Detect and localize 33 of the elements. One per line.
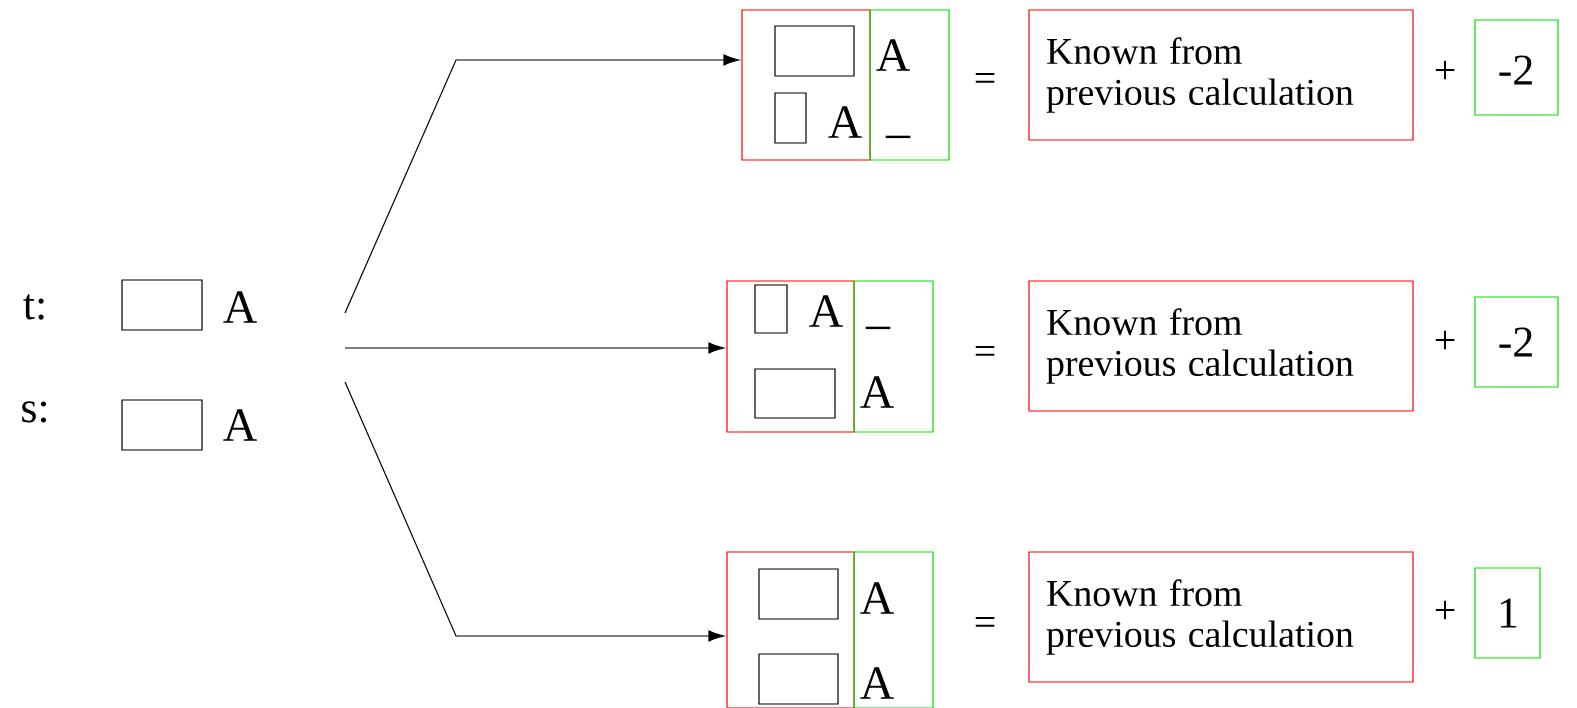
plus-sign: + xyxy=(1435,330,1455,350)
number-box: -2 xyxy=(1474,296,1559,388)
outlined-box: _ A xyxy=(853,280,934,433)
prefix-label: s: xyxy=(22,401,47,423)
empty-box xyxy=(121,279,203,331)
outlined-box: A _ xyxy=(869,9,950,161)
equals-sign: = xyxy=(975,345,995,356)
empty-box xyxy=(758,568,839,620)
text-box: Known from previous calculation xyxy=(1028,551,1414,683)
arrow xyxy=(344,342,725,354)
outlined-box: A xyxy=(726,280,855,433)
empty-box xyxy=(754,368,836,419)
outlined-box: A xyxy=(741,9,871,161)
letter-label: A xyxy=(223,409,257,441)
letter-label: A xyxy=(223,291,257,323)
outlined-box: A A xyxy=(853,551,934,708)
plus-sign: + xyxy=(1435,600,1455,620)
empty-box xyxy=(754,284,788,334)
arrow xyxy=(344,54,740,314)
outlined-box xyxy=(726,551,855,708)
number-box: -2 xyxy=(1474,19,1559,116)
prefix-label: t: xyxy=(23,294,44,320)
plus-sign: + xyxy=(1435,60,1455,80)
arrow xyxy=(344,381,725,642)
equals-sign: = xyxy=(975,72,995,83)
empty-box xyxy=(774,92,807,144)
empty-box xyxy=(121,399,203,451)
empty-box xyxy=(758,653,839,705)
text-box: Known from previous calculation xyxy=(1028,9,1414,141)
text-box: Known from previous calculation xyxy=(1028,280,1414,412)
equals-sign: = xyxy=(975,616,995,627)
number-box: 1 xyxy=(1474,567,1541,659)
empty-box xyxy=(774,25,855,77)
